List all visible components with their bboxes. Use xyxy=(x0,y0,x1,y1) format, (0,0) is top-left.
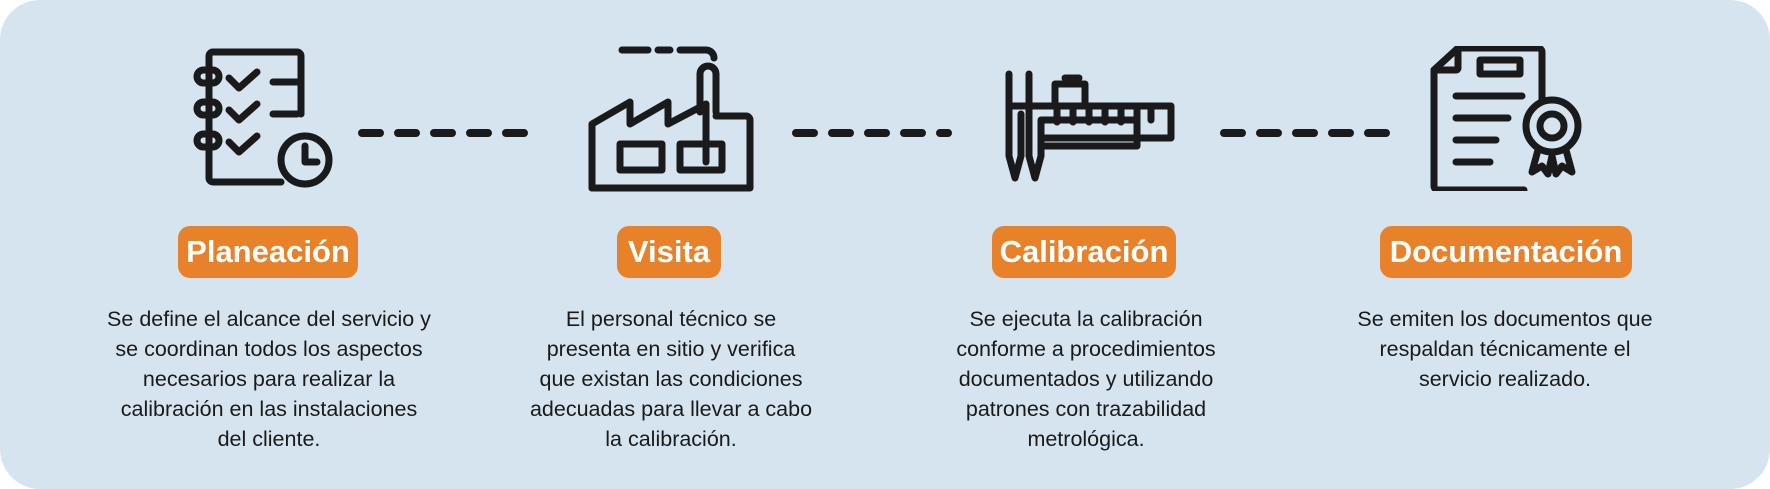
connector-line xyxy=(1220,128,1390,138)
step-label-visita: Visita xyxy=(617,226,721,278)
factory-icon xyxy=(588,44,758,194)
step-description-planeacion: Se define el alcance del servicio y se c… xyxy=(107,307,431,451)
caliper-icon xyxy=(995,70,1175,185)
connector-line xyxy=(792,128,952,138)
checklist-clock-icon xyxy=(193,48,343,190)
step-label-documentacion: Documentación xyxy=(1380,226,1632,278)
step-description-visita: El personal técnico se presenta en sitio… xyxy=(529,307,813,451)
step-label-planeacion: Planeación xyxy=(178,226,358,278)
step-description-calibracion: Se ejecuta la calibración conforme a pro… xyxy=(956,307,1216,451)
step-description-documentacion: Se emiten los documentos que respaldan t… xyxy=(1357,307,1653,391)
connector-line xyxy=(358,128,538,138)
step-label-calibracion: Calibración xyxy=(992,226,1176,278)
certificate-icon xyxy=(1430,46,1590,191)
